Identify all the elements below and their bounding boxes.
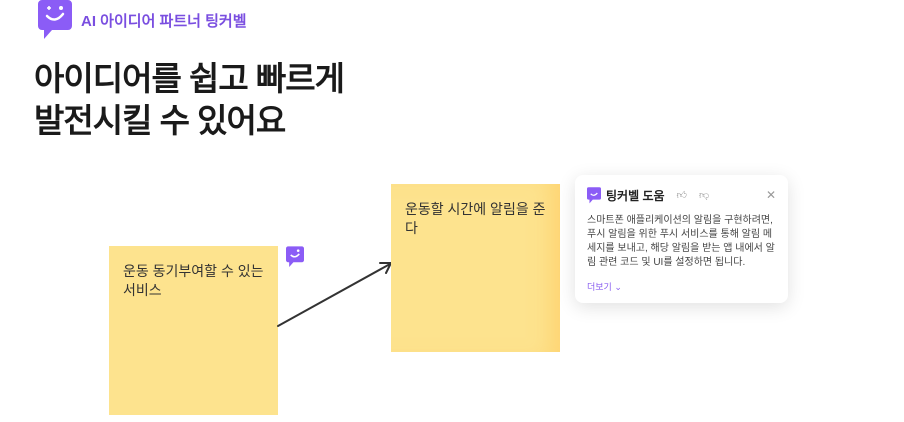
tinkerbell-assist-icon[interactable]: [286, 246, 304, 268]
popup-body: 스마트폰 애플리케이션의 알림을 구현하려면, 푸시 알림을 위한 푸시 서비스…: [587, 215, 775, 268]
tinkerbell-help-popup: 팅커벨 도움 👍︎ 👎︎ ✕ 스마트폰 애플리케이션의 알림을 구현하려면, 푸…: [575, 175, 788, 303]
sticky-note[interactable]: 운동할 시간에 알림을 준다: [391, 184, 560, 352]
tinkerbell-logo-icon: [38, 0, 72, 40]
thumbs-up-icon[interactable]: 👍︎: [676, 190, 687, 201]
headline-line-2: 발전시킬 수 있어요: [34, 102, 286, 139]
sticky-note[interactable]: 운동 동기부여할 수 있는 서비스: [109, 246, 278, 415]
more-button[interactable]: 더보기 ⌄: [587, 280, 776, 293]
tinkerbell-logo-icon: [587, 186, 601, 204]
popup-title: 팅커벨 도움: [606, 188, 665, 203]
close-icon[interactable]: ✕: [765, 188, 776, 202]
chevron-down-icon: ⌄: [614, 282, 622, 292]
more-label: 더보기: [587, 282, 612, 292]
thumbs-down-icon[interactable]: 👎︎: [699, 190, 710, 201]
brand-title: AI 아이디어 파트너 팅커벨: [81, 13, 247, 30]
headline-line-1: 아이디어를 쉽고 빠르게: [34, 60, 345, 97]
page-title: 아이디어를 쉽고 빠르게 발전시킬 수 있어요: [34, 58, 345, 142]
